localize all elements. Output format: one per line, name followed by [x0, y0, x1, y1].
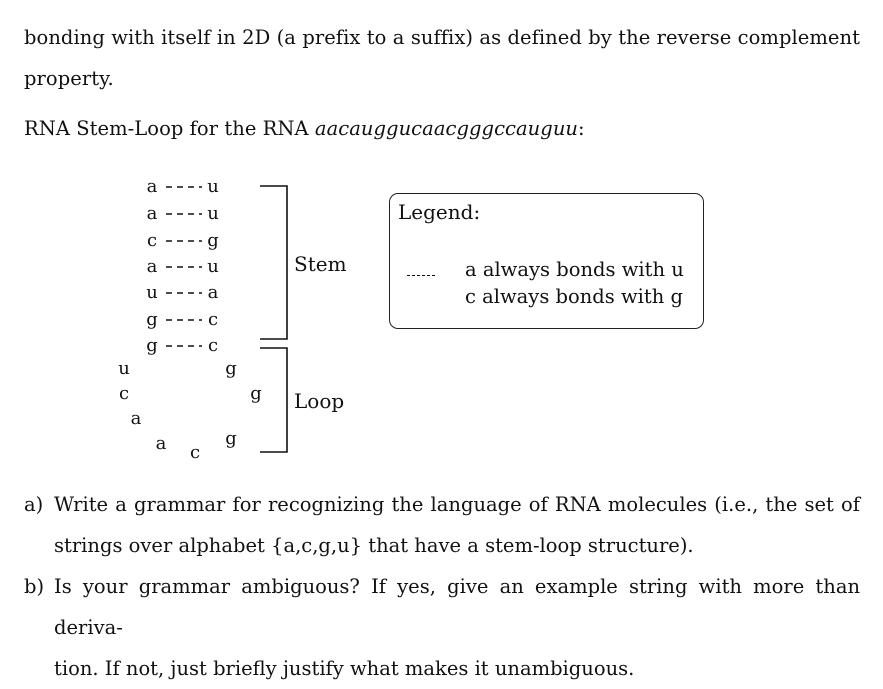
- loop-nucleotide: a: [156, 433, 167, 454]
- question-a-line-1: Write a grammar for recognizing the lang…: [54, 493, 860, 516]
- question-b-marker: b): [24, 575, 45, 598]
- stem-left-nucleotide: a: [147, 176, 158, 197]
- stem-right-nucleotide: c: [208, 309, 218, 330]
- legend-box: Legend: a always bonds with u c always b…: [389, 193, 704, 329]
- stem-label: Stem: [294, 252, 347, 276]
- legend-title: Legend:: [398, 200, 481, 224]
- question-a-line-2: strings over alphabet {a,c,g,u} that hav…: [54, 534, 694, 557]
- question-a-marker: a): [24, 493, 44, 516]
- legend-rule-au: a always bonds with u: [465, 258, 684, 281]
- stem-left-nucleotide: g: [146, 335, 158, 356]
- stem-left-nucleotide: a: [147, 256, 158, 277]
- loop-nucleotide: u: [118, 358, 130, 379]
- heading-prefix: RNA Stem-Loop for the RNA: [24, 117, 309, 140]
- intro-paragraph: bonding with itself in 2D (a prefix to a…: [24, 17, 860, 99]
- loop-nucleotide: g: [225, 428, 237, 449]
- intro-line-1: bonding with itself in 2D (a prefix to a…: [24, 26, 860, 49]
- stem-left-nucleotide: g: [146, 309, 158, 330]
- question-a: a) Write a grammar for recognizing the l…: [24, 484, 860, 566]
- loop-nucleotide: c: [119, 383, 129, 404]
- stem-left-nucleotide: u: [146, 282, 158, 303]
- heading-suffix: :: [578, 117, 585, 140]
- stem-bracket: [260, 185, 288, 340]
- question-b: b) Is your grammar ambiguous? If yes, gi…: [24, 566, 860, 689]
- loop-nucleotide: a: [131, 408, 142, 429]
- loop-label: Loop: [294, 389, 344, 413]
- rna-sequence: aacauggucaacgggccauguu: [314, 117, 579, 140]
- stem-right-nucleotide: u: [207, 203, 219, 224]
- loop-nucleotide: g: [225, 358, 237, 379]
- loop-nucleotide: c: [190, 442, 200, 463]
- stem-left-nucleotide: a: [147, 203, 158, 224]
- stem-right-nucleotide: u: [207, 256, 219, 277]
- section-heading: RNA Stem-Loop for the RNA aacauggucaacgg…: [24, 108, 860, 149]
- stem-right-nucleotide: u: [207, 176, 219, 197]
- question-b-line-1: Is your grammar ambiguous? If yes, give …: [54, 575, 860, 639]
- intro-line-2: property.: [24, 67, 114, 90]
- stem-right-nucleotide: a: [208, 282, 219, 303]
- loop-bracket: [260, 347, 288, 453]
- stem-right-nucleotide: g: [207, 230, 219, 251]
- loop-nucleotide: g: [250, 383, 262, 404]
- stem-left-nucleotide: c: [147, 230, 157, 251]
- question-b-line-2: tion. If not, just briefly justify what …: [54, 657, 635, 680]
- stem-right-nucleotide: c: [208, 335, 218, 356]
- legend-rule-cg: c always bonds with g: [465, 285, 683, 308]
- bond-dash-symbol: [407, 275, 435, 276]
